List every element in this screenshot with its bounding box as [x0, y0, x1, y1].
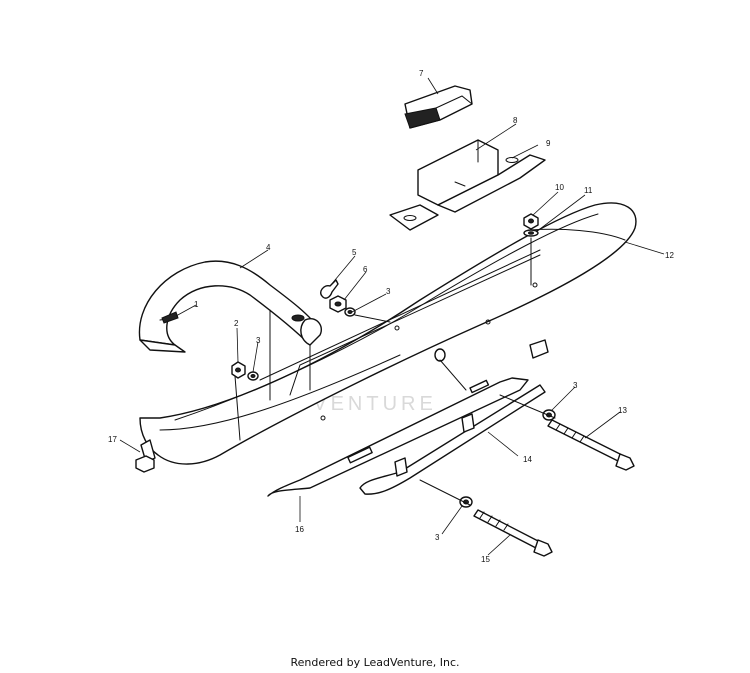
callout-16: 16 — [295, 525, 304, 534]
washer-3-left — [247, 371, 259, 381]
leader-lines — [119, 77, 665, 556]
part-5-cotter-pin — [320, 279, 339, 299]
callout-7: 7 — [419, 69, 424, 78]
callout-1: 1 — [194, 300, 199, 309]
callout-labels: 7 8 9 10 11 12 4 5 6 3 1 2 3 3 13 14 17 … — [108, 69, 674, 564]
assembly-guide-lines — [234, 237, 556, 506]
part-16-carbide-runner — [267, 377, 529, 497]
callout-3-top: 3 — [386, 287, 391, 296]
callout-8: 8 — [513, 116, 518, 125]
part-15-bolt — [473, 509, 553, 557]
callout-9: 9 — [546, 139, 551, 148]
part-7-wear-block — [404, 85, 473, 129]
callout-4: 4 — [266, 243, 271, 252]
part-2-nut — [231, 361, 246, 379]
callout-15: 15 — [481, 555, 490, 564]
callout-5: 5 — [352, 248, 357, 257]
part-6-castle-nut — [329, 295, 347, 313]
part-17-bolt — [135, 439, 156, 473]
part-8-9-saddle-bracket — [389, 139, 546, 231]
callout-12: 12 — [665, 251, 674, 260]
callout-2: 2 — [234, 319, 239, 328]
callout-10: 10 — [555, 183, 564, 192]
washer-3-bottom — [459, 496, 473, 508]
part-1-decal — [161, 311, 179, 324]
callout-17: 17 — [108, 435, 117, 444]
callout-3-bottom: 3 — [435, 533, 440, 542]
washer-3-top — [344, 307, 356, 317]
callout-6: 6 — [363, 265, 368, 274]
footer-credit: Rendered by LeadVenture, Inc. — [290, 656, 460, 669]
part-10-11-nut-washer — [523, 213, 539, 237]
part-4-handle — [138, 260, 322, 401]
callout-13: 13 — [618, 406, 627, 415]
callout-14: 14 — [523, 455, 532, 464]
callout-3-right: 3 — [573, 381, 578, 390]
part-12-ski-body — [139, 202, 637, 465]
part-14-wear-bar — [359, 339, 549, 495]
callout-11: 11 — [584, 186, 593, 195]
callout-3-left: 3 — [256, 336, 261, 345]
part-13-bolt — [547, 419, 635, 471]
